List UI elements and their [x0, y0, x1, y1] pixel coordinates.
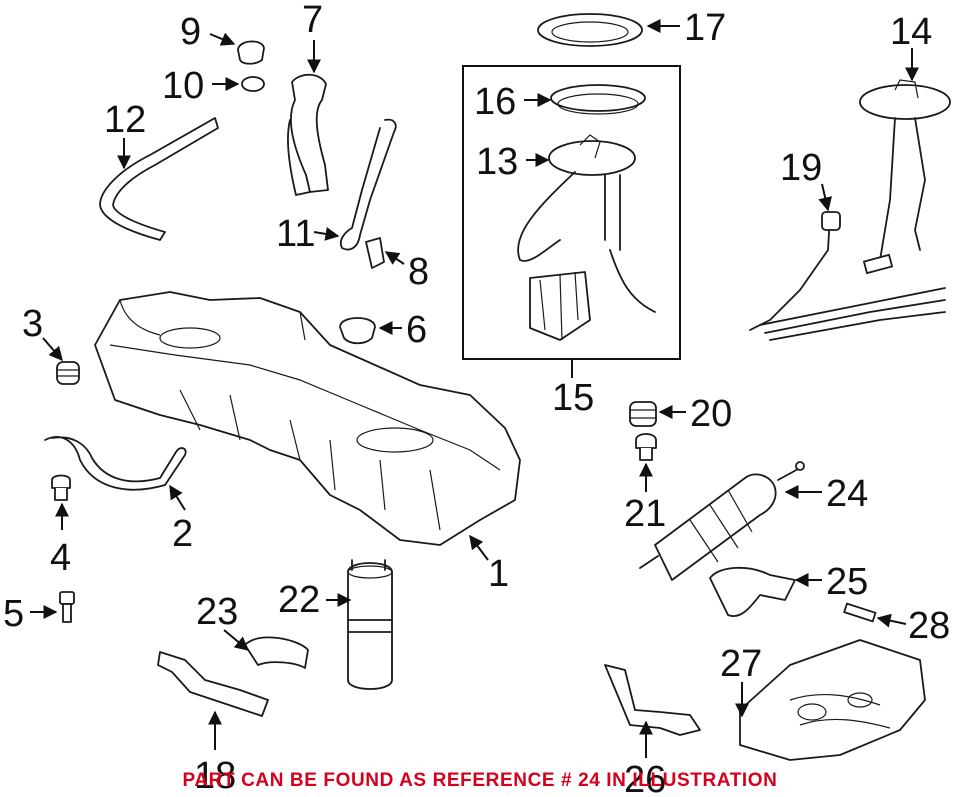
heat-shield-27	[739, 639, 926, 761]
callout-16: 16	[474, 81, 516, 123]
clip-8	[365, 237, 385, 269]
callout-19: 19	[780, 147, 822, 189]
fuel-lines-19	[749, 211, 946, 341]
callout-9: 9	[180, 11, 201, 53]
grommet-3	[56, 361, 80, 385]
fuel-pump-13	[517, 134, 656, 341]
callout-14: 14	[890, 11, 932, 53]
filler-neck-7	[287, 73, 329, 196]
fuel-cap-9	[237, 40, 265, 65]
callout-24: 24	[826, 473, 868, 515]
seal-10	[241, 76, 265, 92]
callout-2: 2	[172, 513, 193, 555]
callout-7: 7	[302, 0, 323, 41]
callout-8: 8	[408, 251, 429, 293]
fuel-tank-illustration	[94, 291, 521, 546]
callout-13: 13	[476, 141, 518, 183]
callout-21: 21	[624, 493, 666, 535]
sender-unit-14	[859, 79, 951, 275]
strap-2	[44, 436, 187, 491]
vent-hose-12	[99, 117, 219, 241]
callout-28: 28	[908, 605, 950, 647]
callout-3: 3	[22, 303, 43, 345]
callout-27: 27	[720, 643, 762, 685]
callout-17: 17	[684, 7, 726, 49]
callout-6: 6	[406, 309, 427, 351]
callout-26: 26	[624, 759, 666, 797]
bracket-26	[604, 664, 701, 736]
cap-6	[339, 317, 376, 345]
callout-15: 15	[552, 377, 594, 419]
callout-18: 18	[194, 755, 236, 797]
callout-labels: 1 2 3 4 5 6 7 8 9 10 11 12 13 14 15 16 1…	[3, 0, 950, 797]
hose-11	[339, 118, 397, 251]
canister-22	[347, 559, 393, 690]
callout-4: 4	[50, 537, 71, 579]
callout-1: 1	[488, 553, 509, 595]
callout-12: 12	[104, 99, 146, 141]
bolt-5	[59, 591, 75, 623]
callout-11: 11	[276, 213, 315, 255]
lock-ring-17	[537, 13, 643, 47]
callout-5: 5	[3, 593, 24, 635]
reference-caption: PART CAN BE FOUND AS REFERENCE # 24 IN I…	[182, 770, 777, 791]
nut-21	[635, 433, 657, 461]
clamp-23	[244, 636, 309, 669]
callout-23: 23	[196, 591, 238, 633]
bracket-18	[157, 651, 269, 717]
callout-22: 22	[278, 579, 320, 621]
callout-20: 20	[690, 393, 732, 435]
callout-25: 25	[826, 561, 868, 603]
grommet-20	[629, 401, 657, 427]
gasket-28	[843, 602, 877, 623]
nut-4	[51, 474, 71, 501]
bracket-25	[709, 566, 796, 618]
pump-assembly-frame	[462, 65, 681, 360]
seal-ring-16	[550, 84, 646, 115]
leader-arrows	[30, 19, 919, 758]
callout-10: 10	[162, 65, 204, 107]
fuel-filter-24	[639, 461, 805, 581]
